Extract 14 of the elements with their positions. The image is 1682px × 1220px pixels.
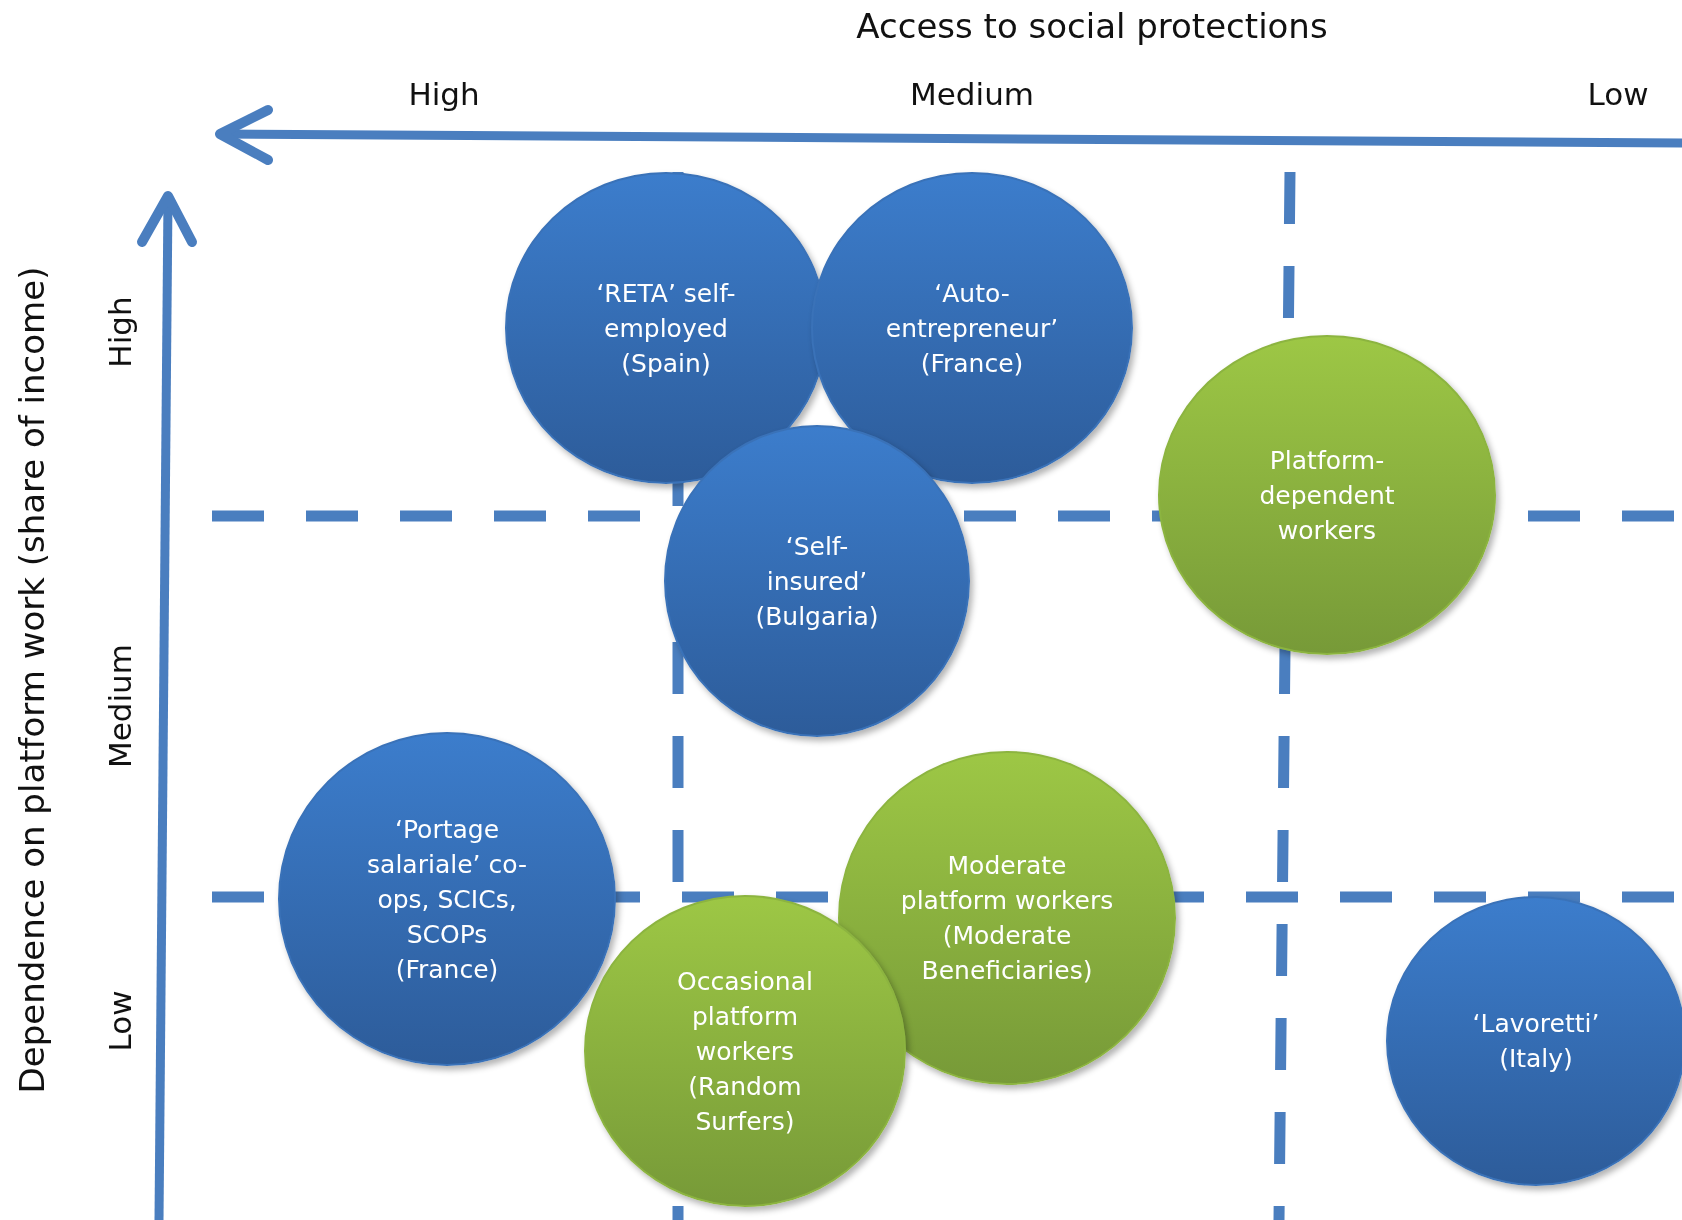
category-bubble: Platform-dependent workers bbox=[1158, 335, 1496, 655]
axis-level-label: High bbox=[102, 296, 138, 368]
axis-level-label: High bbox=[408, 76, 480, 112]
category-bubble: ‘Auto-entrepreneur’ (France) bbox=[811, 172, 1133, 484]
axis-title: Dependence on platform work (share of income) bbox=[12, 266, 52, 1094]
category-bubble: ‘Self-insured’ (Bulgaria) bbox=[664, 425, 970, 737]
axis-level-label: Medium bbox=[910, 76, 1034, 112]
category-bubble: Moderate platform workers (Moderate Beneficiaries) bbox=[838, 751, 1176, 1085]
category-bubble: ‘Portage salariale’ co-ops, SCICs, SCOPs (France) bbox=[278, 732, 616, 1066]
axis-title: Access to social protections bbox=[856, 6, 1328, 46]
axis-level-label: Low bbox=[102, 990, 138, 1052]
axis-level-label: Medium bbox=[102, 644, 138, 768]
category-bubble: ‘Lavoretti’ (Italy) bbox=[1386, 896, 1682, 1186]
axis-level-label: Low bbox=[1587, 76, 1649, 112]
